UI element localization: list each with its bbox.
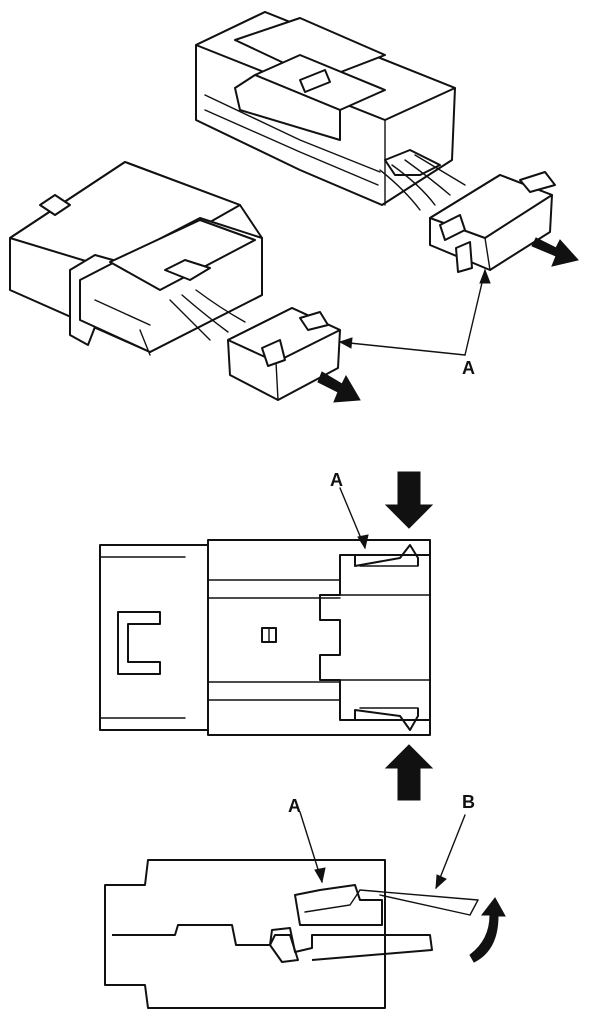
callout-arrowhead-a2: [479, 268, 491, 284]
retainer-right: [429, 171, 556, 273]
connector-section-outline: [104, 859, 386, 1009]
latch-slot: [117, 611, 161, 675]
connector-body-right: [207, 539, 431, 736]
middle-figure: A: [99, 470, 434, 801]
press-arrow-top: [384, 471, 434, 529]
pry-arrow: [469, 897, 506, 963]
connector-body-left: [99, 544, 209, 731]
callout-label-b: B: [462, 792, 475, 812]
latch-bottom: [354, 708, 419, 731]
retainer-left: [227, 307, 341, 401]
callout-label-a-middle: A: [330, 470, 343, 490]
tool-b-lower: [379, 894, 471, 916]
terminal-cavity: [112, 924, 433, 961]
connector-upper-right: [195, 11, 466, 211]
press-arrow-bottom: [384, 744, 434, 801]
pull-arrow-right: [531, 237, 579, 267]
pull-arrow-left: [317, 371, 361, 403]
callout-line-b: [435, 814, 466, 889]
callout-line-a1: [339, 341, 466, 356]
callout-arrowhead-a1: [338, 337, 353, 349]
callout-label-a-top: A: [462, 358, 475, 378]
retainer-outline: [319, 554, 431, 721]
callout-label-a-bottom: A: [288, 796, 301, 816]
connector-lower-left: [9, 161, 263, 356]
bottom-figure: A B: [104, 792, 506, 1009]
tool-b-upper: [359, 889, 479, 901]
latch-top: [354, 544, 419, 567]
retainer-section: [294, 884, 383, 926]
top-figure: A: [9, 11, 579, 403]
callout-line-a2: [464, 269, 486, 356]
